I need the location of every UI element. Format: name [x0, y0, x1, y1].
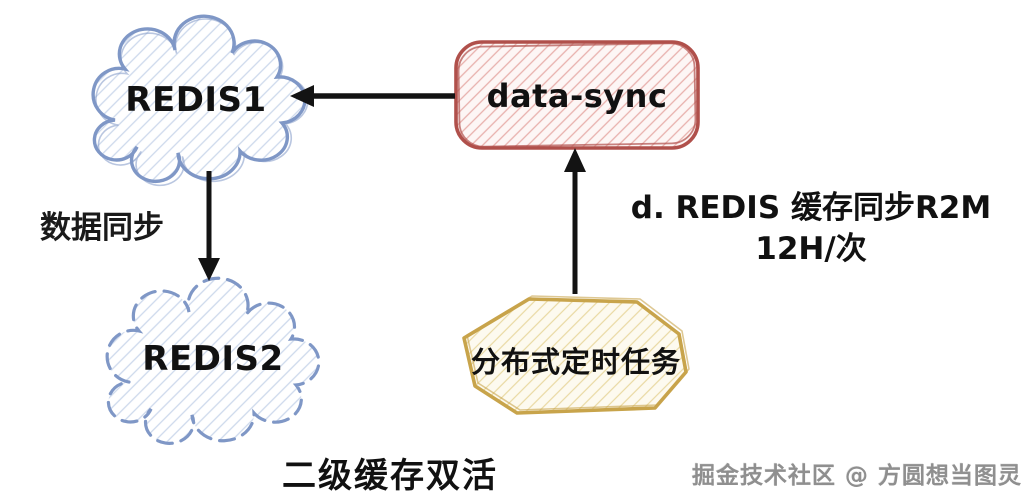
arrow-scheduler-to-datasync: [564, 148, 586, 294]
edge-note-line2: 12H/次: [755, 230, 867, 267]
data-sync-label: data-sync: [486, 77, 668, 115]
edge-note-line1: d. REDIS 缓存同步R2M: [630, 190, 992, 226]
edge-note-scheduler: d. REDIS 缓存同步R2M 12H/次: [598, 188, 1024, 270]
arrow-datasync-to-redis1: [290, 85, 455, 107]
arrow-redis1-to-redis2: [198, 171, 220, 281]
watermark-text: 掘金技术社区 @ 方圆想当图灵: [691, 463, 1022, 489]
diagram-caption: 二级缓存双活: [282, 456, 498, 496]
edge-label-data-sync-cn: 数据同步: [40, 210, 164, 246]
redis1-label: REDIS1: [125, 80, 267, 120]
data-sync-box-shape: [454, 40, 700, 150]
scheduler-label: 分布式定时任务: [470, 345, 682, 379]
redis2-label: REDIS2: [142, 339, 284, 379]
